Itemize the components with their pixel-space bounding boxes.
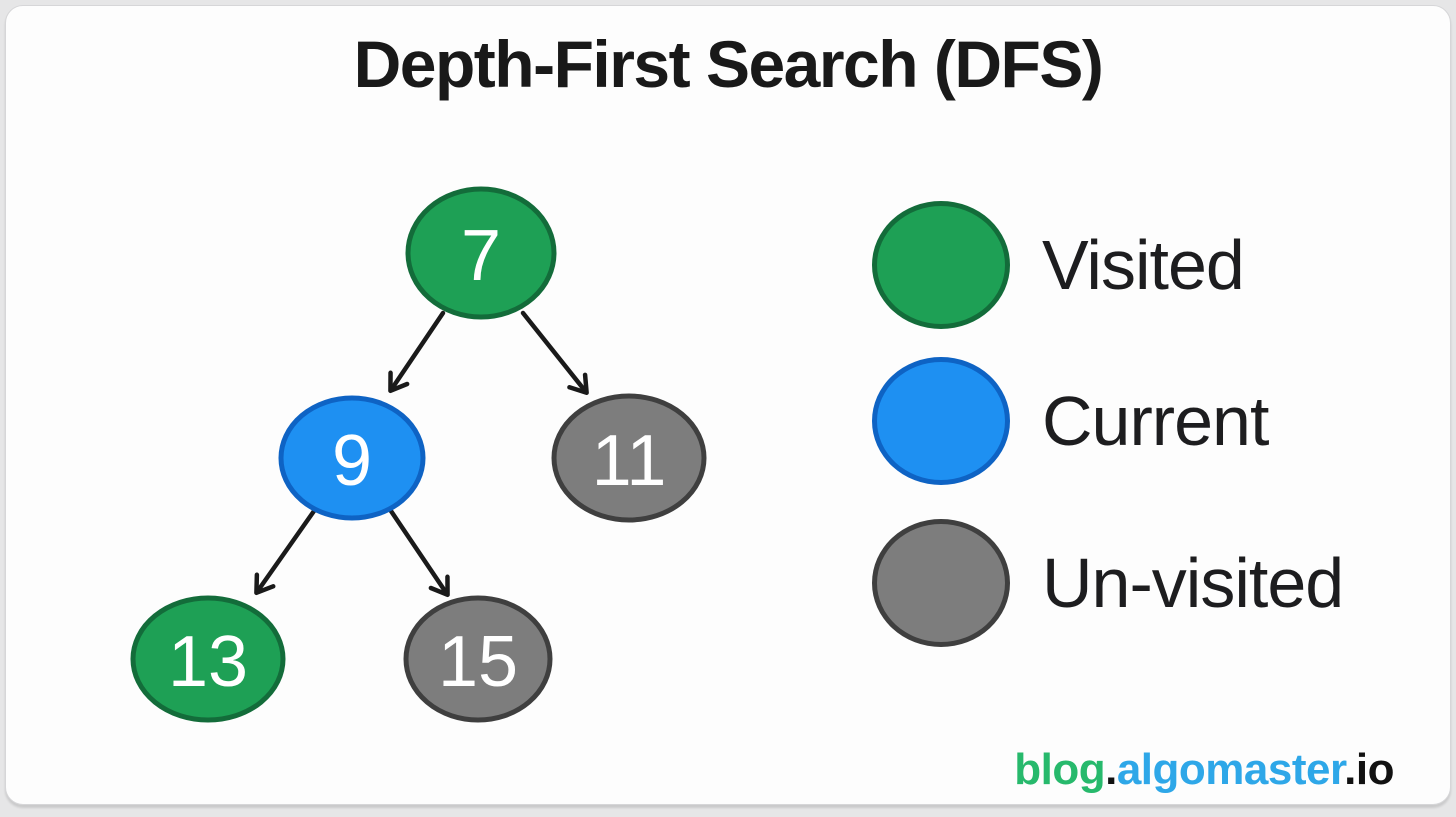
legend-item-visited: Visited bbox=[872, 201, 1245, 329]
brand-part-3: . bbox=[1344, 745, 1356, 794]
unvisited-swatch-icon bbox=[872, 519, 1010, 647]
brand-part-1: . bbox=[1105, 745, 1117, 794]
legend-item-unvisited: Un-visited bbox=[872, 519, 1344, 647]
brand-part-4: io bbox=[1355, 745, 1395, 794]
legend-label-visited: Visited bbox=[1042, 226, 1245, 304]
legend-label-unvisited: Un-visited bbox=[1042, 544, 1344, 622]
brand-part-2: algomaster bbox=[1116, 745, 1345, 794]
page-title: Depth-First Search (DFS) bbox=[353, 27, 1104, 101]
brand-logo-text: blog.algomaster.io bbox=[1014, 745, 1394, 795]
legend-item-current: Current bbox=[872, 357, 1269, 485]
current-swatch-icon bbox=[872, 357, 1010, 485]
legend-label-current: Current bbox=[1042, 382, 1269, 460]
brand-part-0: blog bbox=[1014, 745, 1106, 794]
visited-swatch-icon bbox=[872, 201, 1010, 329]
